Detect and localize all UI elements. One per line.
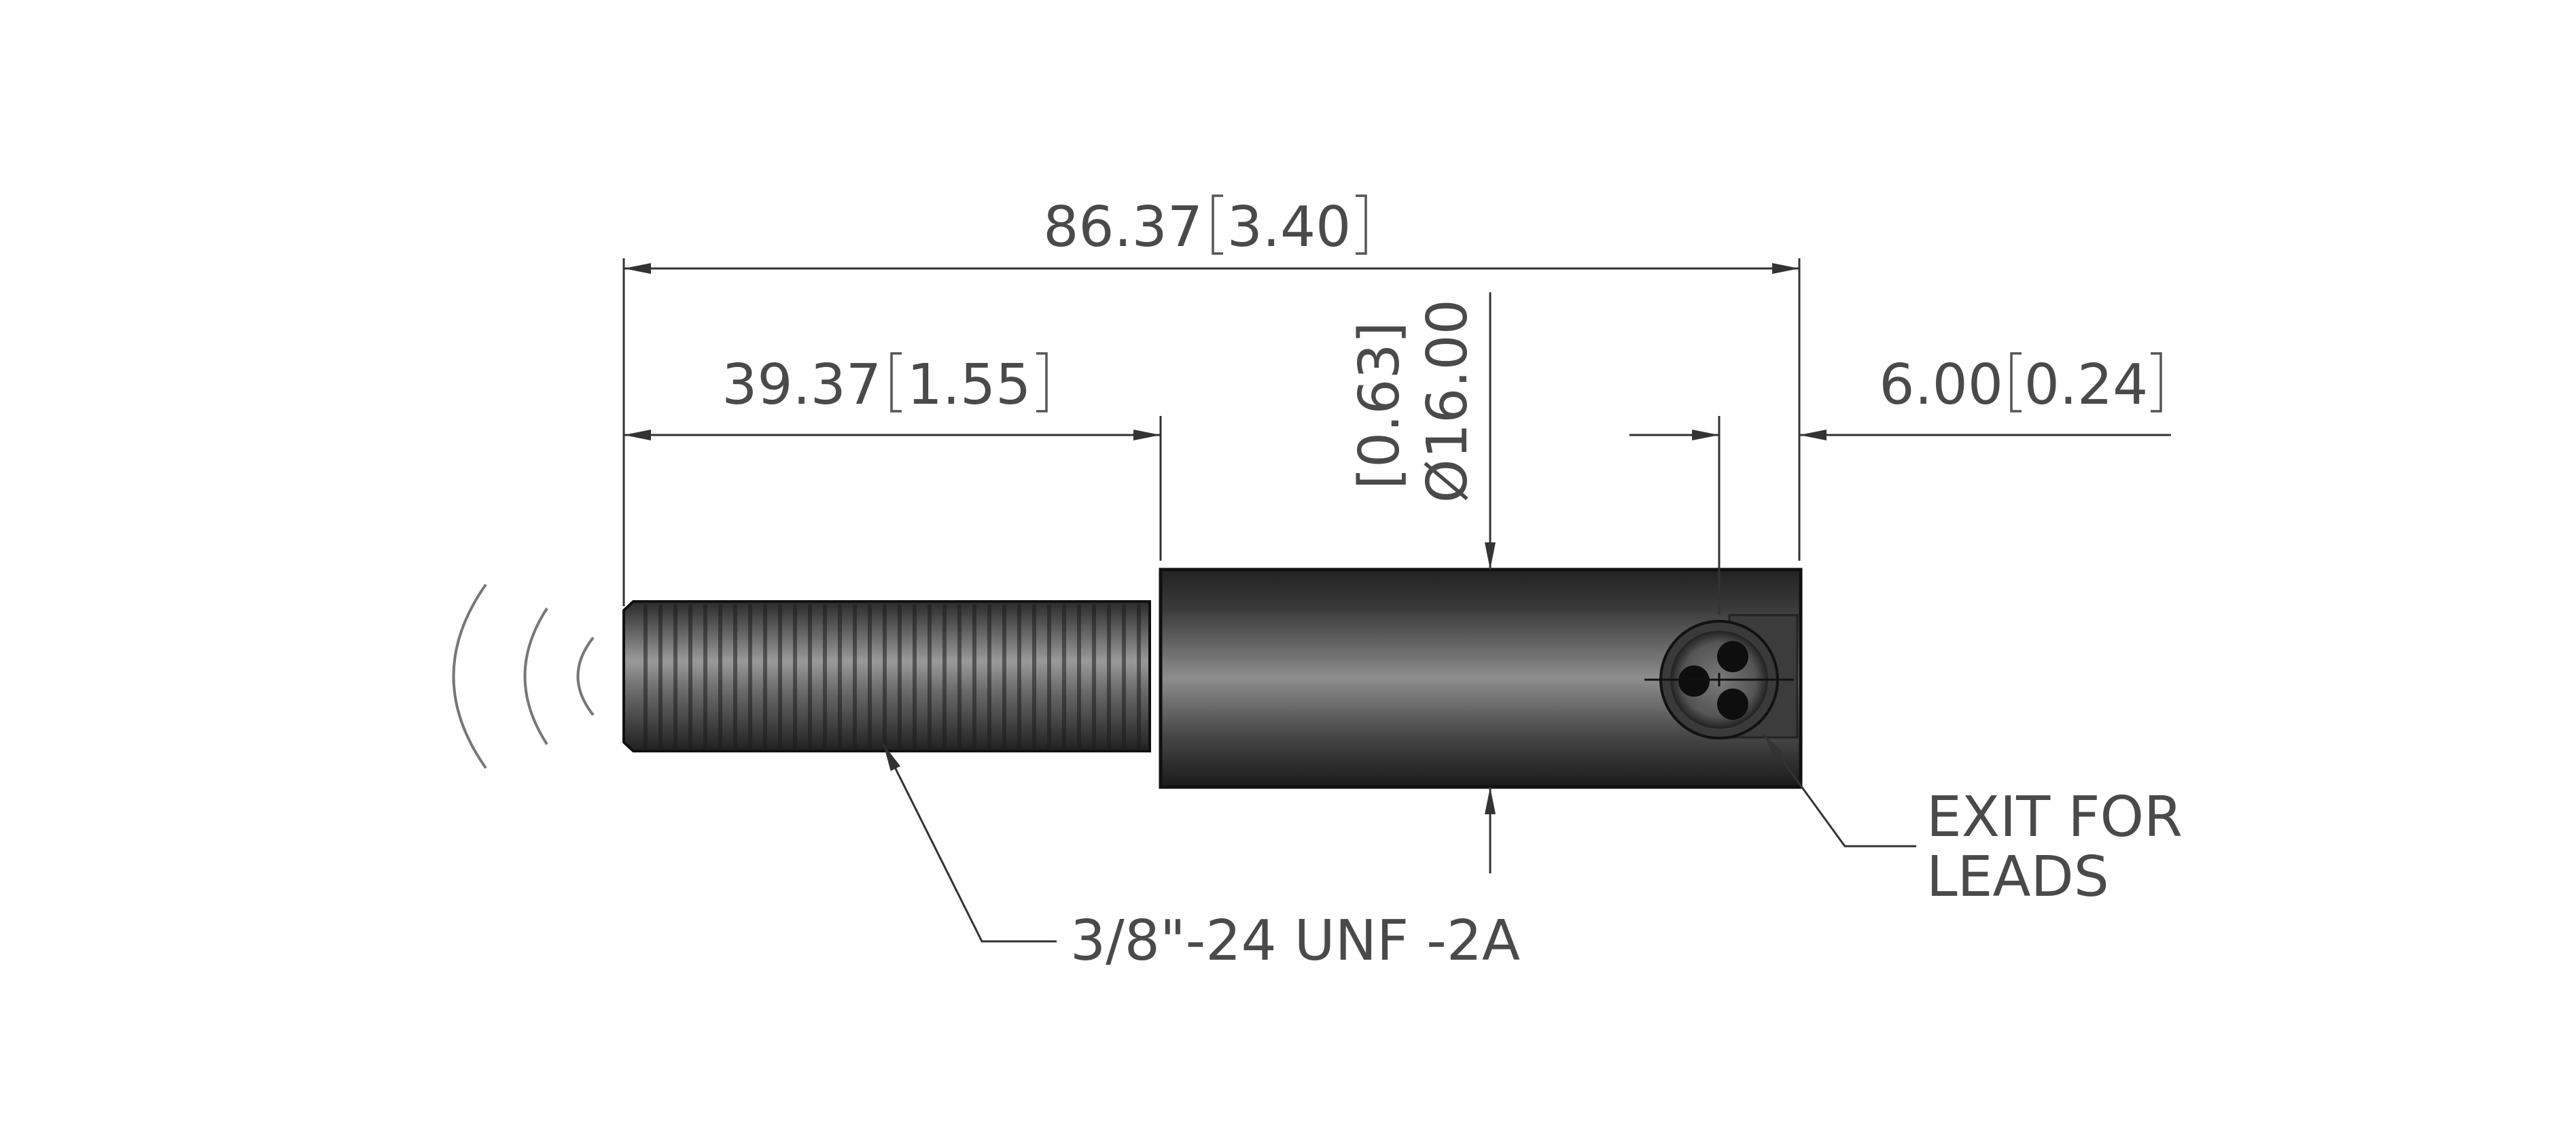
overall-length-dimension bbox=[624, 194, 1799, 274]
exit-leads-label-line1: EXIT FOR bbox=[1926, 785, 2183, 850]
thread-length-dimension bbox=[624, 352, 1161, 440]
thread-length-inch: 1.55 bbox=[907, 353, 1031, 417]
extension-lines bbox=[622, 258, 1801, 615]
overall-length-mm: 86.37 bbox=[1043, 195, 1203, 260]
lead-exit-icon bbox=[1644, 620, 1794, 740]
lead-exit-offset-mm: 6.00 bbox=[1879, 353, 2003, 417]
exit-leads-callout-leader bbox=[1762, 733, 1916, 848]
lead-exit-offset-inch: 0.24 bbox=[2024, 353, 2149, 417]
thread-callout-leader bbox=[882, 744, 1057, 943]
sensing-field-icon bbox=[452, 583, 595, 769]
overall-length-inch: 3.40 bbox=[1227, 195, 1352, 260]
exit-leads-label-line2: LEADS bbox=[1926, 845, 2109, 909]
body-diameter-inch: [0.63] bbox=[1347, 321, 1412, 489]
thread-spec-label: 3/8"-24 UNF -2A bbox=[1070, 909, 1520, 973]
lead-exit-offset-dimension bbox=[1629, 352, 2171, 440]
body-diameter-mm: 16.00 bbox=[1415, 299, 1480, 459]
body-diameter-symbol: Ø bbox=[1415, 459, 1480, 503]
threaded-shank bbox=[622, 600, 1151, 752]
thread-length-mm: 39.37 bbox=[722, 353, 881, 417]
